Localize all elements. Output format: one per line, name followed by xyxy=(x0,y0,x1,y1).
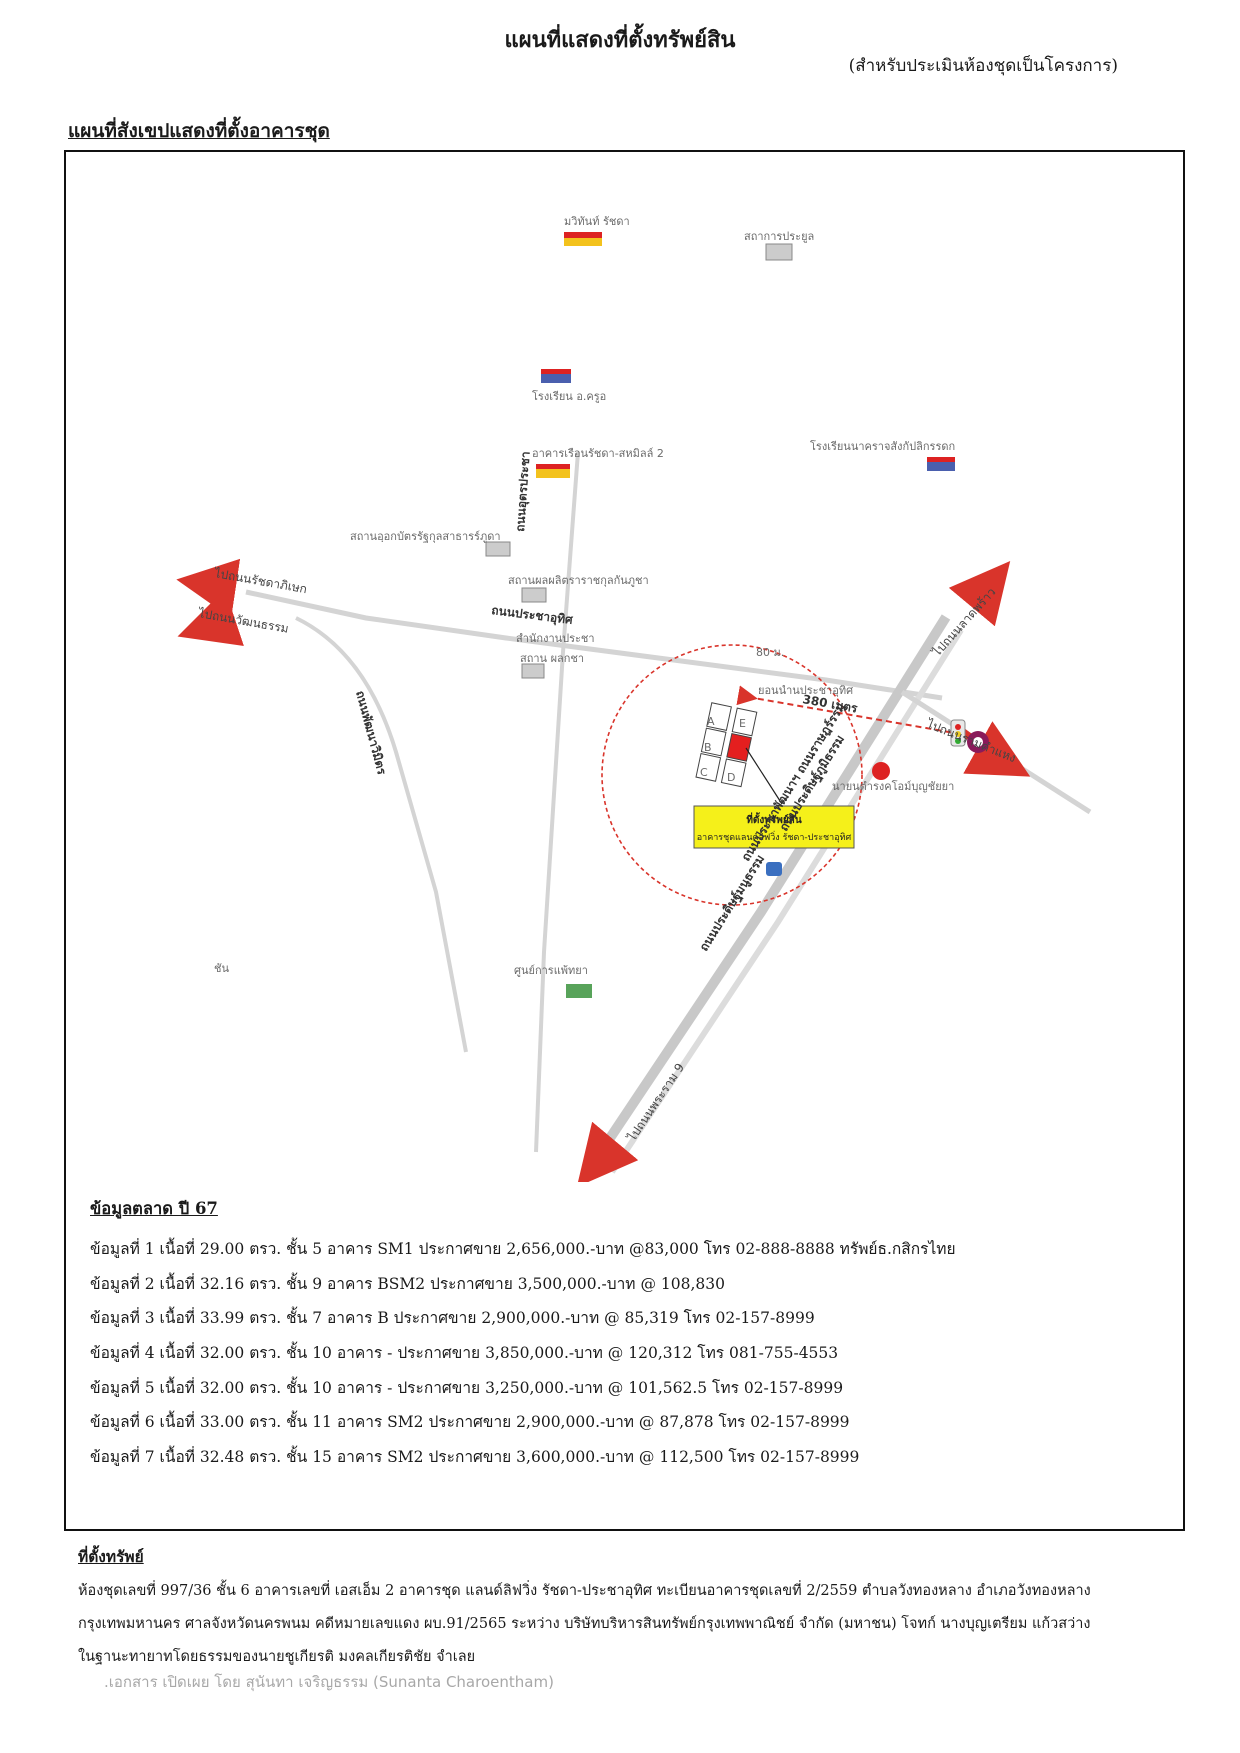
direction-east: ไปถนนรามคำแหง xyxy=(924,716,1018,765)
market-row-2: ข้อมูลที่ 2 เนื้อที่ 32.16 ตรว. ชั้น 9 อ… xyxy=(90,1274,725,1293)
poi-school-mid: โรงเรียน อ.ครูอ xyxy=(532,389,606,403)
brand-icon xyxy=(967,731,989,753)
page-subtitle: (สำหรับประเมินห้องชุดเป็นโครงการ) xyxy=(848,56,1118,76)
office-icon xyxy=(485,541,547,679)
page-title: แผนที่แสดงที่ตั้งทรัพย์สิน xyxy=(504,27,736,53)
poi-ref-label: 80 ม. xyxy=(756,646,784,659)
poi-station: ยอนนำนประชาอุทิศ xyxy=(758,684,853,697)
subject-label-line1: ที่ตั้งทรัพย์สิน xyxy=(746,812,801,826)
building-letter-c: C xyxy=(700,766,708,779)
radius-circle xyxy=(601,644,863,906)
direction-west1: ไปถนนรัชดาภิเษก xyxy=(212,566,308,596)
subject-pointer xyxy=(745,747,783,805)
poi-school-right: โรงเรียนนาคราจสังกัปลิกรรดก xyxy=(810,439,955,453)
sketch-map: 380 เมตร A B C D E ที่ตั้งทรัพย์สิน อาคา… xyxy=(176,215,1092,1182)
poi-small-mark: ชัน xyxy=(214,962,229,975)
market-row-7: ข้อมูลที่ 7 เนื้อที่ 32.48 ตรว. ชั้น 15 … xyxy=(90,1448,860,1467)
building-letter-a: A xyxy=(707,715,715,728)
school-flag-icon xyxy=(541,369,571,383)
location-line-3: ในฐานะทายาทโดยธรรมของนายชูเกียรติ มงคลเก… xyxy=(78,1649,476,1665)
disclosure-watermark: .เอกสาร เปิดเผย โดย สุนันทา เจริญธรรม (S… xyxy=(104,1673,554,1691)
poi-office-lower2: สถาน ผลกชา xyxy=(520,652,584,665)
condo-buildings xyxy=(695,702,758,788)
location-line-2: กรุงเทพมหานคร ศาลจังหวัดนครพนม คดีหมายเล… xyxy=(78,1616,1091,1632)
market-data: ข้อมูลตลาด ปี 67 ข้อมูลที่ 1 เนื้อที่ 29… xyxy=(90,1196,1150,1475)
property-location: ที่ตั้งทรัพย์ ห้องชุดเลขที่ 997/36 ชั้น … xyxy=(78,1544,1138,1674)
building-letter-d: D xyxy=(727,771,735,784)
subject-building xyxy=(726,732,752,762)
market-data-heading: ข้อมูลตลาด ปี 67 xyxy=(90,1199,218,1218)
poi-school-top: มวิทันท์ รัชดา xyxy=(564,215,630,228)
poi-office-top-right: สถาการประยูล xyxy=(744,230,814,243)
traffic-light-icon xyxy=(950,719,966,747)
market-row-4: ข้อมูลที่ 4 เนื้อที่ 32.00 ตรว. ชั้น 10 … xyxy=(90,1344,839,1363)
building-letter-b: B xyxy=(704,741,712,754)
school-flag-icon xyxy=(536,464,570,478)
road-vertical-label: ถนนอุตรประชา xyxy=(513,451,534,532)
map-frame xyxy=(64,150,1185,1531)
road-main-label: ถนนประชาอุทิศ xyxy=(491,603,574,628)
bus-stop-icon xyxy=(766,862,782,876)
market-row-6: ข้อมูลที่ 6 เนื้อที่ 33.00 ตรว. ชั้น 11 … xyxy=(90,1413,850,1432)
school-flag-icon xyxy=(564,232,602,246)
sketch-map-title: แผนที่สังเขปแสดงที่ตั้งอาคารชุด xyxy=(68,120,330,142)
market-icon xyxy=(872,762,890,780)
poi-market: นายนตำรงคโอม์บุญชัยยา xyxy=(832,779,954,793)
poi-bottom: ศูนย์การแพ้ทยา xyxy=(514,964,588,977)
direction-west2: ไปถนนวัฒนธรรม xyxy=(196,606,289,636)
market-row-3: ข้อมูลที่ 3 เนื้อที่ 33.99 ตรว. ชั้น 7 อ… xyxy=(90,1309,815,1328)
market-row-1: ข้อมูลที่ 1 เนื้อที่ 29.00 ตรว. ชั้น 5 อ… xyxy=(90,1240,956,1258)
poi-office-mid: สถานผลผลิตราราชกุลกันภูชา xyxy=(508,574,649,587)
road-left-label: ถนนพัฒนาวิมิตร xyxy=(353,689,389,776)
subject-label-line2: อาคารชุดแลนด์ลิฟวิ่ง รัชดา-ประชาอุทิศ xyxy=(697,830,852,843)
tree-icon xyxy=(566,984,592,998)
school-flag-icon xyxy=(927,457,955,471)
location-heading: ที่ตั้งทรัพย์ xyxy=(78,1547,144,1566)
subject-label-box xyxy=(693,805,855,849)
poi-office-lower: สำนักงานประชา xyxy=(516,632,595,645)
location-line-1: ห้องชุดเลขที่ 997/36 ชั้น 6 อาคารเลขที่ … xyxy=(78,1583,1091,1599)
road-network xyxy=(245,451,1092,1174)
market-row-5: ข้อมูลที่ 5 เนื้อที่ 32.00 ตรว. ชั้น 10 … xyxy=(90,1378,844,1397)
poi-tower-mid: อาคารเรือนรัชดา-สหมิลล์ 2 xyxy=(532,447,664,460)
distance-line xyxy=(736,685,976,744)
building-letter-e: E xyxy=(739,717,746,730)
poi-office-left: สถานอฺอกบัตรรัฐกุลสาธารร์ภูดา xyxy=(350,530,501,543)
building-icon xyxy=(765,243,793,261)
direction-arrows xyxy=(176,558,1031,1182)
